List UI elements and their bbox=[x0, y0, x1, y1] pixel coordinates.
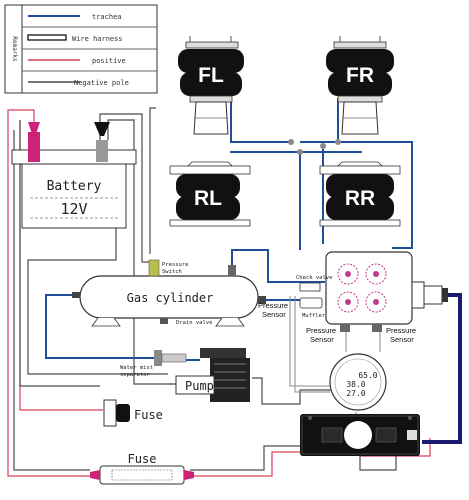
valve-block: Check valve Muffler Pressure Sensor Pres… bbox=[296, 251, 448, 344]
pressure-sensor-left-line2: Sensor bbox=[262, 310, 286, 319]
muffler[interactable] bbox=[299, 297, 323, 309]
fuse-small[interactable]: Fuse bbox=[103, 399, 163, 427]
valve-sensor-left-line1: Pressure bbox=[306, 326, 336, 335]
fuse-bottom-label: Fuse bbox=[128, 452, 157, 466]
water-separator-label: Water mist separator bbox=[120, 365, 156, 378]
legend-label-positive: positive bbox=[92, 57, 126, 65]
check-valve[interactable] bbox=[299, 282, 321, 292]
water-separator-line2: separator bbox=[120, 372, 150, 378]
controller-right-switch[interactable] bbox=[375, 427, 397, 443]
gauge-reading-2: 38.0 bbox=[346, 380, 365, 389]
legend-label-negative: Negative pole bbox=[74, 79, 129, 87]
fuse-small-label: Fuse bbox=[134, 408, 163, 422]
battery: Battery 12V bbox=[11, 122, 137, 229]
gas-cylinder-label: Gas cylinder bbox=[127, 291, 214, 305]
check-valve-label: Check valve bbox=[296, 275, 332, 281]
valve-sensor-left-line2: Sensor bbox=[310, 335, 334, 344]
air-lines bbox=[45, 98, 413, 361]
drain-valve-label: Drain valve bbox=[176, 320, 212, 326]
airbag-fr-label: FR bbox=[346, 64, 374, 87]
battery-positive-terminal[interactable] bbox=[28, 132, 40, 162]
controller-left-switch[interactable] bbox=[321, 427, 343, 443]
valve-sensor-right-line1: Pressure bbox=[386, 326, 416, 335]
gas-cylinder: Gas cylinder Pressure Switch Drain valve bbox=[72, 259, 266, 327]
pressure-sensor-left-label: Pressure Sensor bbox=[258, 301, 290, 319]
airbag-rl[interactable]: RL bbox=[169, 161, 251, 227]
battery-label: Battery bbox=[47, 179, 102, 194]
battery-negative-terminal[interactable] bbox=[96, 140, 108, 162]
legend-label-trachea: trachea bbox=[92, 13, 122, 21]
airbag-rr-label: RR bbox=[345, 187, 375, 210]
pump: Pump bbox=[175, 348, 250, 402]
airbag-fl[interactable]: FL bbox=[178, 36, 244, 135]
pressure-gauge: 65.0 38.0 27.0 bbox=[329, 353, 387, 411]
legend-title: Remarks bbox=[11, 36, 18, 62]
pressure-switch-label-line2: Switch bbox=[162, 269, 182, 275]
gauge-reading-1: 65.0 bbox=[358, 371, 377, 380]
water-separator-line1: Water mist bbox=[120, 365, 153, 371]
valve-pressure-sensor-right-label: Pressure Sensor bbox=[386, 326, 418, 344]
legend: Remarks trachea Wire harness positive Ne… bbox=[4, 4, 158, 94]
controller bbox=[300, 414, 420, 456]
valve-pressure-sensor-left-label: Pressure Sensor bbox=[306, 326, 338, 344]
legend-swatch-harness bbox=[27, 34, 67, 41]
valve-sensor-right-line2: Sensor bbox=[390, 335, 414, 344]
water-separator: Water mist separator bbox=[120, 350, 187, 378]
pressure-switch-label-line1: Pressure bbox=[162, 262, 189, 268]
airbag-rl-label: RL bbox=[194, 187, 222, 210]
pump-label: Pump bbox=[185, 379, 214, 393]
battery-voltage: 12V bbox=[60, 200, 87, 218]
gauge-reading-3: 27.0 bbox=[346, 389, 365, 398]
pressure-switch-label: Pressure Switch bbox=[162, 262, 192, 275]
airbag-fl-label: FL bbox=[198, 64, 224, 87]
airbag-fr[interactable]: FR bbox=[326, 36, 394, 135]
electrical-wires bbox=[7, 107, 462, 477]
pressure-switch[interactable] bbox=[148, 259, 160, 277]
legend-label-harness: Wire harness bbox=[72, 35, 123, 43]
muffler-label: Muffler bbox=[302, 313, 326, 319]
fuse-bottom[interactable]: Fuse bbox=[90, 452, 194, 485]
airbag-rr[interactable]: RR bbox=[319, 161, 401, 227]
pressure-sensor-left-line1: Pressure bbox=[258, 301, 288, 310]
